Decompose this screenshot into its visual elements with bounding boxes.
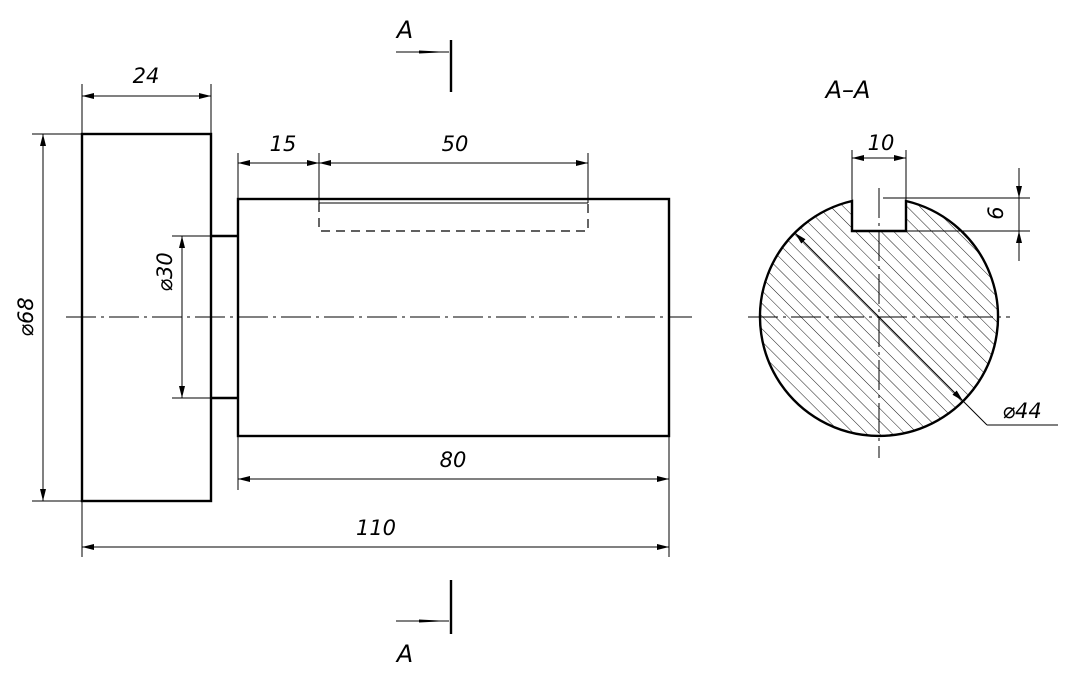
section-mark-bottom: A [395, 580, 453, 668]
dimension-label-6: 6 [984, 206, 1008, 219]
dimension-overall-length: 110 [81, 490, 670, 557]
dimension-label-d30: ⌀30 [153, 252, 177, 291]
dimension-label-110: 110 [356, 516, 396, 540]
dimension-label-15: 15 [270, 132, 297, 156]
section-view: A–A 10 6 ⌀44 [748, 76, 1058, 458]
shaft-outline [236, 197, 671, 438]
section-mark-top: A [395, 16, 453, 92]
dimension-label-d68: ⌀68 [14, 297, 38, 336]
main-view: 24 ⌀68 ⌀30 15 50 [14, 16, 692, 668]
dimension-key-width: 10 [851, 131, 907, 201]
dimension-keyway-length: 50 [319, 132, 589, 203]
section-view-title: A–A [824, 76, 871, 104]
section-letter-top: A [395, 16, 413, 44]
dimension-keyway-offset: 15 [237, 132, 320, 203]
dimension-flange-diameter: ⌀68 [14, 133, 82, 502]
dimension-label-50: 50 [442, 132, 469, 156]
dimension-key-depth: 6 [883, 168, 1030, 261]
dimension-label-80: 80 [440, 448, 467, 472]
dimension-label-24: 24 [133, 64, 160, 88]
section-letter-bottom: A [395, 640, 413, 668]
dimension-section-diameter: ⌀44 [794, 232, 1058, 426]
keyway-hidden-outline [318, 203, 589, 232]
dimension-label-d44: ⌀44 [1002, 399, 1041, 423]
dimension-neck-diameter: ⌀30 [153, 235, 211, 399]
dimension-shaft-length: 80 [237, 436, 670, 490]
dimension-flange-length: 24 [81, 64, 212, 134]
flange-outline [80, 132, 213, 503]
dimension-label-10: 10 [868, 131, 895, 155]
